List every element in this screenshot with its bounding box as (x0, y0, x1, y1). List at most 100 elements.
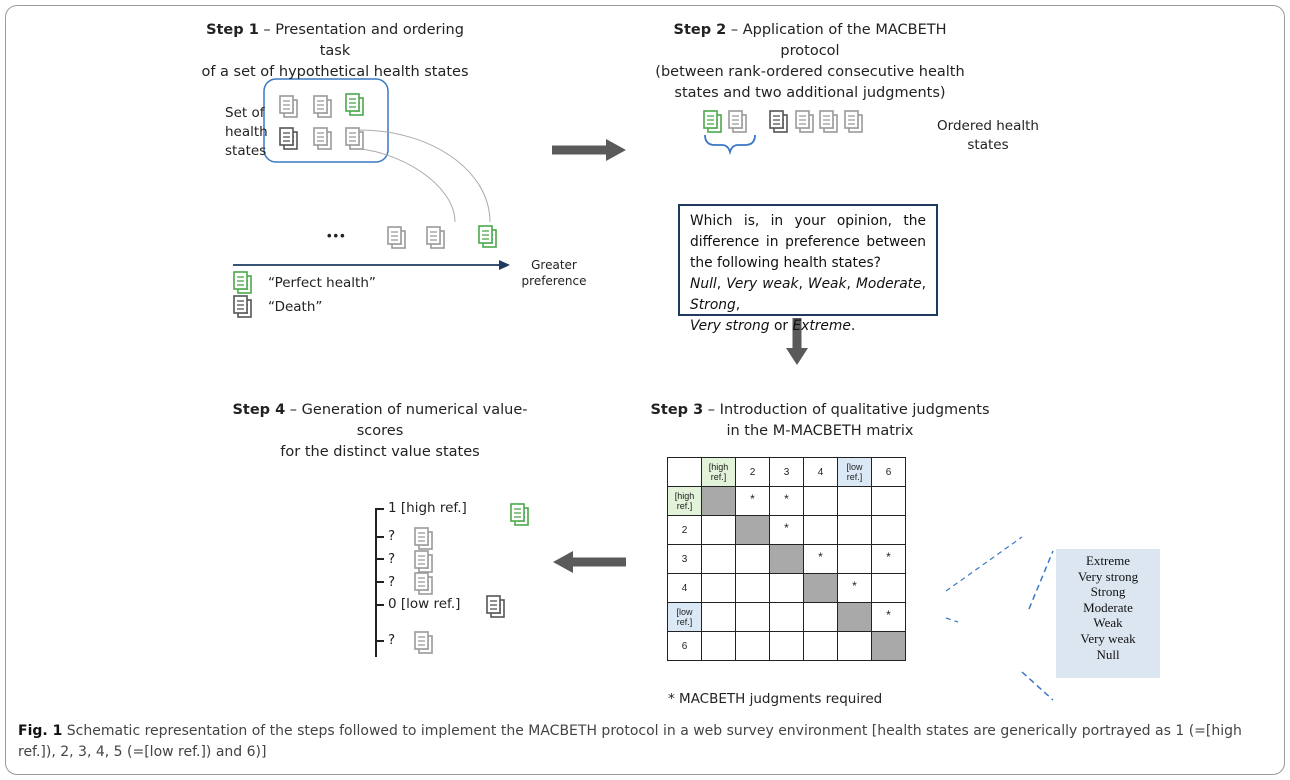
health-state-icon (728, 110, 747, 133)
step1-title: Step 1 – Presentation and ordering task … (201, 22, 469, 80)
judgment-required-cell: * (871, 602, 906, 632)
health-state-icon (313, 127, 332, 150)
health-state-icon (414, 527, 433, 550)
judgment-required-cell: * (803, 544, 838, 574)
judgment-category: Null (1096, 646, 1120, 662)
health-states-set-box (263, 78, 389, 163)
perfect-health-icon (345, 93, 364, 116)
matrix-cell (769, 573, 804, 603)
matrix-cell (837, 515, 872, 545)
matrix-cell (769, 631, 804, 661)
health-state-icon (769, 110, 788, 133)
step3-title: Step 3 – Introduction of qualitative jud… (650, 402, 990, 439)
perfect-health-icon (478, 225, 497, 248)
matrix-header-cell: 2 (735, 457, 770, 487)
health-state-icon (345, 127, 364, 150)
perfect-health-legend: “Perfect health” (268, 275, 376, 291)
death-icon (233, 295, 252, 318)
matrix-cell (735, 602, 770, 632)
judgment-required-cell: * (769, 486, 804, 516)
bracket (704, 134, 756, 156)
matrix-row-header: 2 (667, 515, 702, 545)
matrix-cell (769, 602, 804, 632)
judgment-category: Extreme (1085, 553, 1131, 568)
matrix-cell (871, 631, 906, 661)
matrix-row-header: 6 (667, 631, 702, 661)
dashed-connector (1028, 550, 1054, 610)
score-label: ? (388, 632, 396, 648)
health-state-icon (414, 572, 433, 595)
score-label: ? (388, 528, 396, 544)
score-label: ? (388, 574, 396, 590)
matrix-cell (803, 486, 838, 516)
matrix-cell (837, 602, 872, 632)
health-state-icon (844, 110, 863, 133)
matrix-cell (701, 602, 736, 632)
matrix-header-cell: [high ref.] (701, 457, 736, 487)
health-state-icon (795, 110, 814, 133)
judgment-category: Moderate (1083, 599, 1133, 615)
matrix-cell (701, 631, 736, 661)
matrix-cell (871, 573, 906, 603)
matrix-cell (871, 486, 906, 516)
judgment-required-cell: * (871, 544, 906, 574)
matrix-cell (701, 486, 736, 516)
matrix-cell (837, 486, 872, 516)
dashed-connector (945, 536, 1023, 592)
matrix-cell (837, 631, 872, 661)
matrix-cell (837, 544, 872, 574)
perfect-health-icon (703, 110, 722, 133)
judgment-required-cell: * (769, 515, 804, 545)
health-state-icon (426, 226, 445, 249)
preference-axis-arrowhead (499, 260, 510, 270)
matrix-row-header: [low ref.] (667, 602, 702, 632)
perfect-health-icon (510, 503, 529, 526)
health-state-icon (414, 550, 433, 573)
judgment-category: Very weak (1080, 630, 1136, 646)
matrix-header-cell: [low ref.] (837, 457, 872, 487)
score-label: 0 [low ref.] (388, 596, 461, 612)
matrix-cell (871, 515, 906, 545)
step2-title: Step 2 – Application of the MACBETH prot… (655, 22, 965, 101)
matrix-cell (735, 631, 770, 661)
matrix-header-cell: 3 (769, 457, 804, 487)
judgment-required-cell: * (837, 573, 872, 603)
health-state-icon (279, 95, 298, 118)
health-state-icon (387, 226, 406, 249)
matrix-cell (701, 573, 736, 603)
perfect-health-icon (233, 271, 252, 294)
matrix-cell (735, 573, 770, 603)
matrix-footnote: * MACBETH judgments required (668, 691, 883, 707)
score-label: ? (388, 551, 396, 567)
matrix-cell (803, 631, 838, 661)
dashed-connector (1021, 671, 1054, 701)
death-icon (279, 127, 298, 150)
health-state-icon (819, 110, 838, 133)
matrix-row-header: 4 (667, 573, 702, 603)
matrix-cell (769, 544, 804, 574)
matrix-cell (701, 544, 736, 574)
score-label: 1 [high ref.] (388, 500, 467, 516)
preference-question-box: Which is, in your opinion, the differenc… (678, 204, 938, 334)
death-icon (486, 595, 505, 618)
health-state-icon (414, 631, 433, 654)
figure-frame (5, 5, 1285, 775)
judgment-required-cell: * (735, 486, 770, 516)
judgment-category: Very strong (1077, 568, 1139, 584)
matrix-header-cell: 4 (803, 457, 838, 487)
matrix-cell (803, 573, 838, 603)
matrix-header-cell: 6 (871, 457, 906, 487)
health-state-icon (313, 95, 332, 118)
matrix-row-header: [high ref.] (667, 486, 702, 516)
matrix-cell (701, 515, 736, 545)
matrix-cell (735, 544, 770, 574)
ellipsis: ••• (327, 228, 347, 243)
judgment-category: Weak (1093, 615, 1123, 631)
figure-caption: Fig. 1 Schematic representation of the s… (18, 723, 1242, 760)
curve-connector (359, 129, 491, 223)
